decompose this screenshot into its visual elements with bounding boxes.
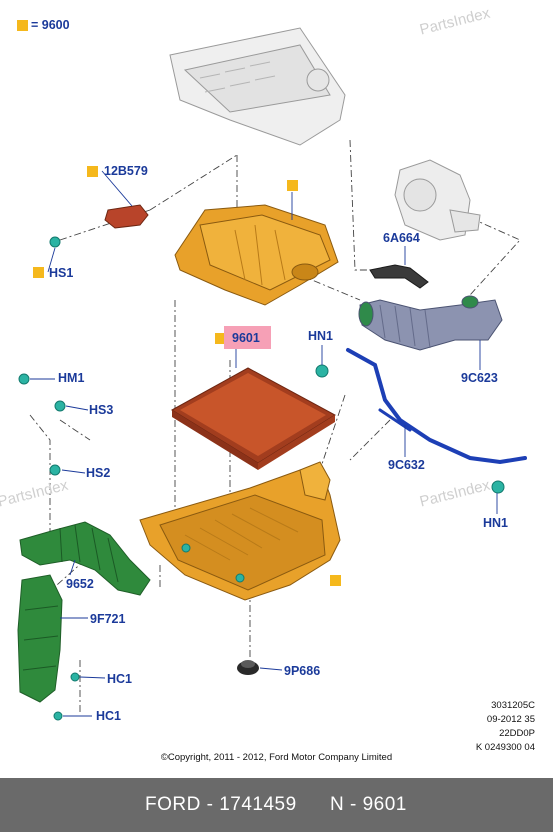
air-inlet-duct: [19, 521, 151, 596]
mass-air-flow-sensor: [104, 204, 149, 229]
fasteners: [18, 236, 505, 721]
air-filter-element: [171, 367, 336, 470]
footer-bar: FORD - 1741459 N - 9601: [0, 778, 553, 832]
marker-housing-icon: [330, 575, 341, 586]
callout-9c623[interactable]: 9C623: [461, 371, 498, 385]
copyright-notice: ©Copyright, 2011 - 2012, Ford Motor Comp…: [160, 752, 393, 763]
grommet: [237, 660, 259, 675]
callout-9p686[interactable]: 9P686: [284, 664, 321, 678]
legend-code: = 9600: [31, 18, 70, 32]
footer-part-number: N - 9601: [330, 794, 407, 815]
part-highlight: [224, 326, 271, 349]
callout-6a664[interactable]: 6A664: [383, 231, 420, 245]
callout-9f721[interactable]: 9F721: [90, 612, 126, 626]
marker-9601-icon: [215, 333, 226, 344]
air-cleaner-cover: [174, 204, 339, 306]
callout-12b579[interactable]: 12B579: [104, 164, 148, 178]
leader-lines: [30, 170, 498, 717]
callout-9601[interactable]: 9601: [232, 331, 260, 345]
intake-hose: [358, 295, 503, 351]
turbocharger: [394, 159, 481, 241]
diagram-code-3: 22DD0P: [499, 728, 535, 739]
footer-brand-part: FORD - 1741459: [145, 794, 297, 815]
callout-hs2[interactable]: HS2: [86, 466, 111, 480]
marker-12b579-icon: [87, 166, 98, 177]
callout-hn1-top[interactable]: HN1: [308, 329, 334, 343]
callout-hc1-bottom[interactable]: HC1: [96, 709, 122, 723]
callout-hs3[interactable]: HS3: [89, 403, 114, 417]
diagram-code-2: 09-2012 35: [486, 714, 535, 725]
callout-9c632[interactable]: 9C632: [388, 458, 425, 472]
marker-hs1-icon: [33, 267, 44, 278]
legend-marker-icon: [17, 20, 28, 31]
diagram-code-1: 3031205C: [491, 700, 535, 711]
callout-hs1[interactable]: HS1: [49, 266, 74, 280]
diagram-code-4: K 0249300 04: [475, 742, 535, 753]
callout-hn1-bottom[interactable]: HN1: [483, 516, 509, 530]
resonator: [17, 574, 63, 703]
breather-hose: [369, 264, 429, 289]
callout-9652[interactable]: 9652: [66, 577, 94, 591]
air-cleaner-housing: [139, 461, 341, 601]
breather-tube: [346, 348, 527, 465]
exploded-parts-diagram: [17, 27, 527, 721]
cylinder-head-cover: [169, 27, 346, 146]
callout-hc1-top[interactable]: HC1: [107, 672, 133, 686]
callout-hm1[interactable]: HM1: [58, 371, 85, 385]
marker-cover-icon: [287, 180, 298, 191]
